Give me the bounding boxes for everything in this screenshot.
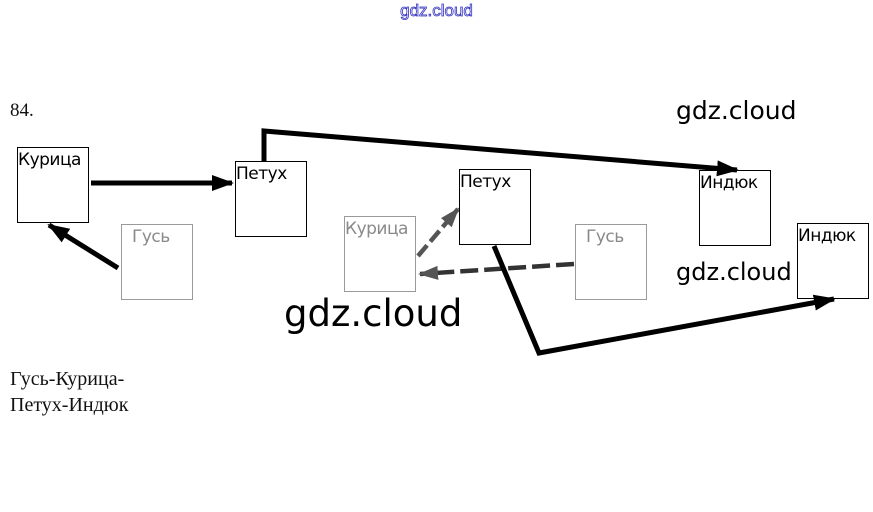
node-label: Петух	[460, 172, 511, 192]
answer-line-2: Петух-Индюк	[10, 394, 129, 416]
node-label: Гусь	[586, 227, 624, 247]
answer-line-1: Гусь-Курица-	[10, 368, 125, 390]
node-indyuk-2: Индюк	[797, 223, 869, 299]
edge-gus1-kuritsa1	[47, 222, 120, 271]
node-label: Индюк	[700, 173, 758, 193]
watermark-3: gdz.cloud	[284, 292, 463, 335]
node-gus-1: Гусь	[121, 224, 193, 300]
edge-petukh2-indyuk2	[491, 245, 836, 356]
node-indyuk-1: Индюк	[699, 170, 771, 246]
node-kuritsa-1: Курица	[17, 147, 89, 223]
answer-text: Гусь-Курица- Петух-Индюк	[10, 366, 128, 418]
watermark-2: gdz.cloud	[676, 258, 792, 286]
watermark-top: gdz.cloud	[400, 1, 474, 21]
node-label: Петух	[236, 164, 287, 184]
node-gus-2: Гусь	[575, 224, 647, 300]
node-label: Курица	[18, 150, 81, 170]
task-number: 84.	[10, 100, 34, 121]
node-petukh-2: Петух	[459, 169, 531, 245]
node-label: Индюк	[798, 226, 856, 246]
edge-petukh1-indyuk1	[261, 128, 739, 177]
node-label: Курица	[345, 219, 408, 239]
node-label: Гусь	[132, 227, 170, 247]
edge-gus2-kuritsa2	[418, 261, 575, 280]
watermark-1: gdz.cloud	[676, 96, 797, 125]
node-petukh-1: Петух	[235, 161, 307, 237]
node-kuritsa-2: Курица	[344, 216, 416, 292]
edge-kuritsa2-petukh2	[416, 207, 460, 258]
